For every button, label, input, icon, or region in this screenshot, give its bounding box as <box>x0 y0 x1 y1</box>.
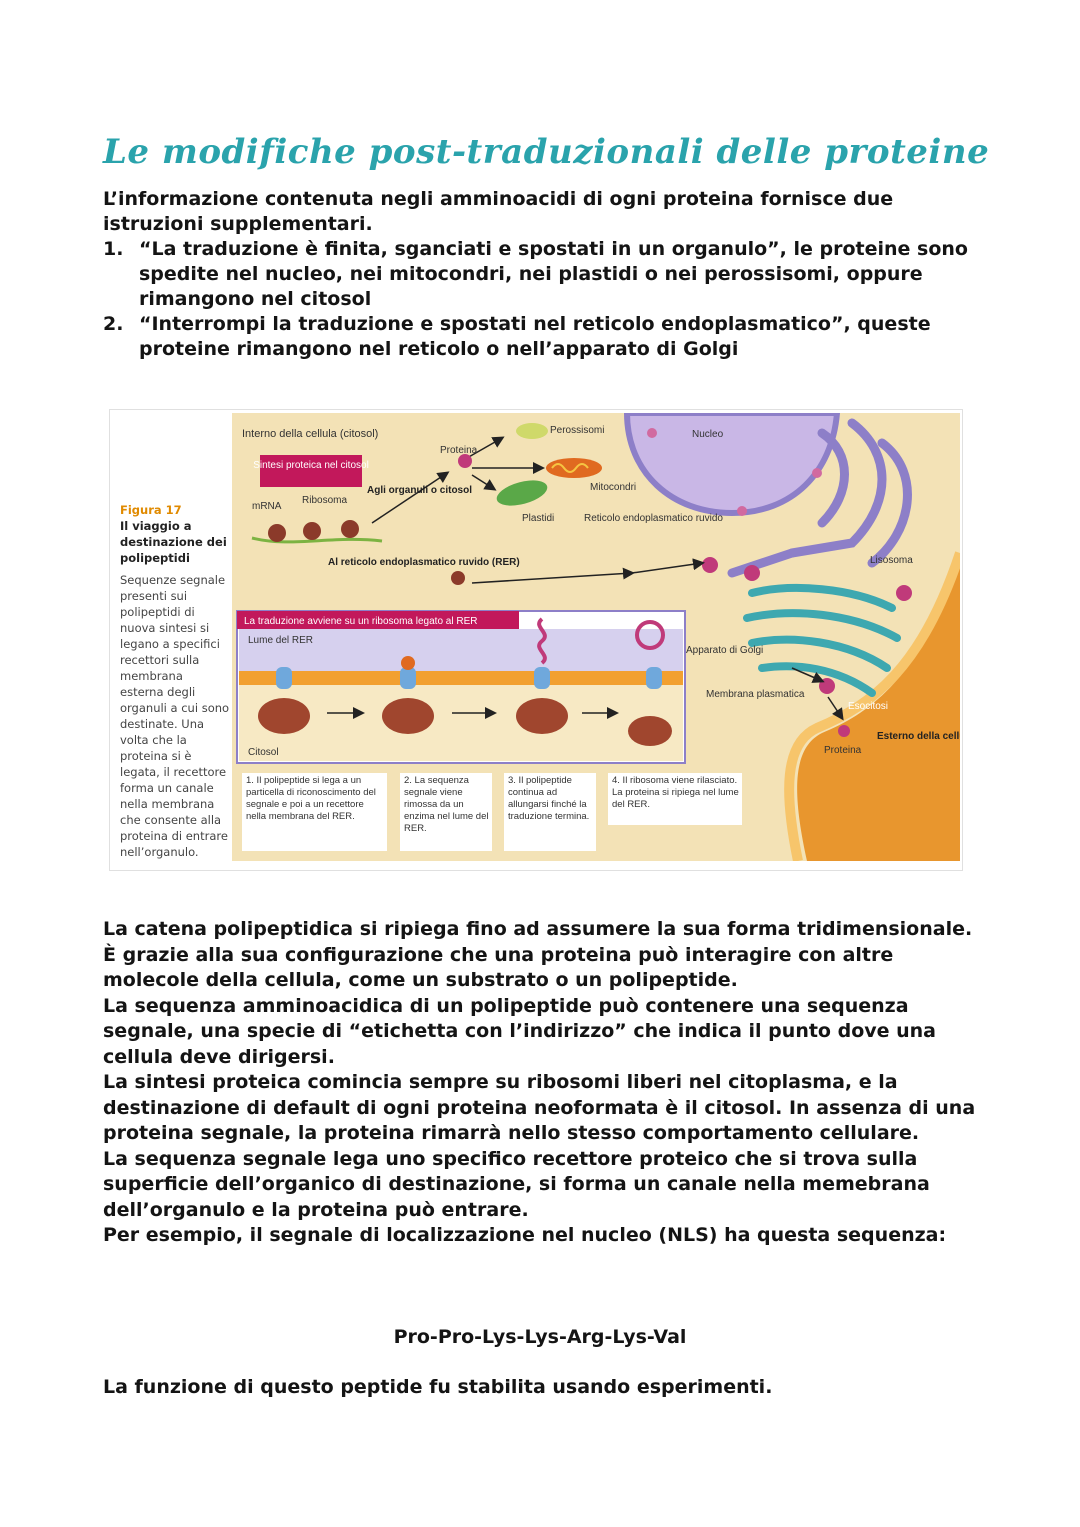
nuclear-pore <box>737 506 747 516</box>
paragraph: Per esempio, il segnale di localizzazion… <box>103 1224 947 1246</box>
label-nucleus: Nucleo <box>692 429 724 440</box>
label-plastids: Plastidi <box>522 513 554 524</box>
label-mitochondria: Mitocondri <box>590 482 636 493</box>
secreted-protein <box>838 725 850 737</box>
ribosome-icon <box>341 520 359 538</box>
panel-cytosol-area <box>239 685 683 761</box>
protein-icon <box>458 454 472 468</box>
label-golgi: Apparato di Golgi <box>686 645 763 656</box>
list-item: 2. “Interrompi la traduzione e spostati … <box>103 312 983 362</box>
label-to-organelles: Agli organuli o citosol <box>367 485 472 496</box>
mitochondrion-shape <box>546 458 602 478</box>
label-translation-banner: La traduzione avviene su un ribosoma leg… <box>244 616 477 627</box>
ribosome-icon <box>268 524 286 542</box>
paragraph: È grazie alla sua configurazione che una… <box>103 943 894 992</box>
label-interior: Interno della cellula (citosol) <box>242 428 378 440</box>
figure-number: Figura 17 <box>120 503 182 517</box>
nuclear-pore <box>812 468 822 478</box>
vesicle <box>702 557 718 573</box>
step-boxes <box>242 773 742 851</box>
figure-caption: Figura 17 Il viaggio a destinazione dei … <box>120 502 230 860</box>
peroxisome-shape <box>516 423 548 439</box>
list-number: 2. <box>103 313 124 335</box>
step-box <box>608 773 742 825</box>
list-item: 1. “La traduzione è finita, sganciati e … <box>103 237 983 312</box>
step-box <box>400 773 492 851</box>
label-to-rer: Al reticolo endoplasmatico ruvido (RER) <box>328 557 520 568</box>
label-protein-exterior: Proteina <box>824 745 862 756</box>
nls-sequence: Pro-Pro-Lys-Lys-Arg-Lys-Val <box>393 1326 687 1348</box>
rer-lumen-area <box>239 629 683 671</box>
cell-diagram: Interno della cellula (citosol) Sintesi … <box>232 413 960 861</box>
synthesis-badge <box>260 455 362 487</box>
label-rer-lumen: Lume del RER <box>248 635 313 646</box>
step-2: 2. La sequenza segnale viene rimossa da … <box>404 775 489 834</box>
pathway-arrows <box>371 436 844 721</box>
step-4: 4. Il ribosoma viene rilasciato. La prot… <box>612 775 739 810</box>
figure-caption-text: Sequenze segnale presenti sui polipeptid… <box>120 573 230 859</box>
step-box <box>504 773 596 851</box>
lysosome-vesicle <box>896 585 912 601</box>
intro-section: L’informazione contenuta negli amminoaci… <box>103 187 983 362</box>
golgi-shape <box>743 584 901 697</box>
vesicle <box>744 565 760 581</box>
mitochondrion-cristae <box>551 463 589 473</box>
label-cytosol: Citosol <box>248 747 279 758</box>
paragraph: La catena polipeptidica si ripiega fino … <box>103 918 973 940</box>
label-mrna: mRNA <box>252 501 282 512</box>
page-title: Le modifiche post-traduzionali delle pro… <box>103 132 990 172</box>
plastid-shape <box>496 480 548 506</box>
step-box <box>242 773 387 851</box>
step-1: 1. Il polipeptide si lega a un particell… <box>246 775 376 822</box>
figure-title: Il viaggio a destinazione dei polipeptid… <box>120 519 227 565</box>
list-text: “Interrompi la traduzione e spostati nel… <box>139 313 931 360</box>
plasma-membrane-shape <box>784 551 960 861</box>
exterior-region <box>797 563 960 861</box>
rer-ribosome-icon <box>451 571 465 585</box>
label-peroxisomes: Perossisomi <box>550 425 604 436</box>
label-ribosome: Ribosoma <box>302 495 347 506</box>
label-exterior: Esterno della cellula <box>877 731 960 742</box>
list-number: 1. <box>103 238 124 260</box>
nucleus-shape <box>623 413 841 517</box>
mrna-strand <box>251 536 383 544</box>
rer-shape <box>727 418 912 578</box>
ribosome-icon <box>303 522 321 540</box>
translation-banner <box>237 611 519 629</box>
step-3: 3. Il polipeptide continua ad allungarsi… <box>508 775 589 822</box>
paragraph: La sintesi proteica comincia sempre su r… <box>103 1071 976 1144</box>
label-exocytosis: Esocitosi <box>848 701 888 712</box>
label-lysosome: Lisosoma <box>870 555 913 566</box>
paragraph: La sequenza amminoacidica di un polipept… <box>103 994 937 1068</box>
figure-polypeptide-journey: Figura 17 Il viaggio a destinazione dei … <box>110 410 962 870</box>
rer-membrane-band <box>239 671 683 685</box>
body-text: La catena polipeptidica si ripiega fino … <box>103 917 993 1249</box>
paragraph: La sequenza segnale lega uno specifico r… <box>103 1147 930 1221</box>
intro-text: L’informazione contenuta negli amminoaci… <box>103 188 894 235</box>
nuclear-pore <box>647 428 657 438</box>
closing-text: La funzione di questo peptide fu stabili… <box>103 1376 773 1398</box>
translation-steps-art <box>258 617 672 746</box>
list-text: “La traduzione è finita, sganciati e spo… <box>139 238 968 310</box>
label-plasma-membrane: Membrana plasmatica <box>706 689 805 700</box>
instruction-list: 1. “La traduzione è finita, sganciati e … <box>103 237 983 362</box>
label-rer: Reticolo endoplasmatico ruvido <box>584 513 723 524</box>
label-protein: Proteina <box>440 445 478 456</box>
label-synthesis: Sintesi proteica nel citosol <box>253 460 369 471</box>
